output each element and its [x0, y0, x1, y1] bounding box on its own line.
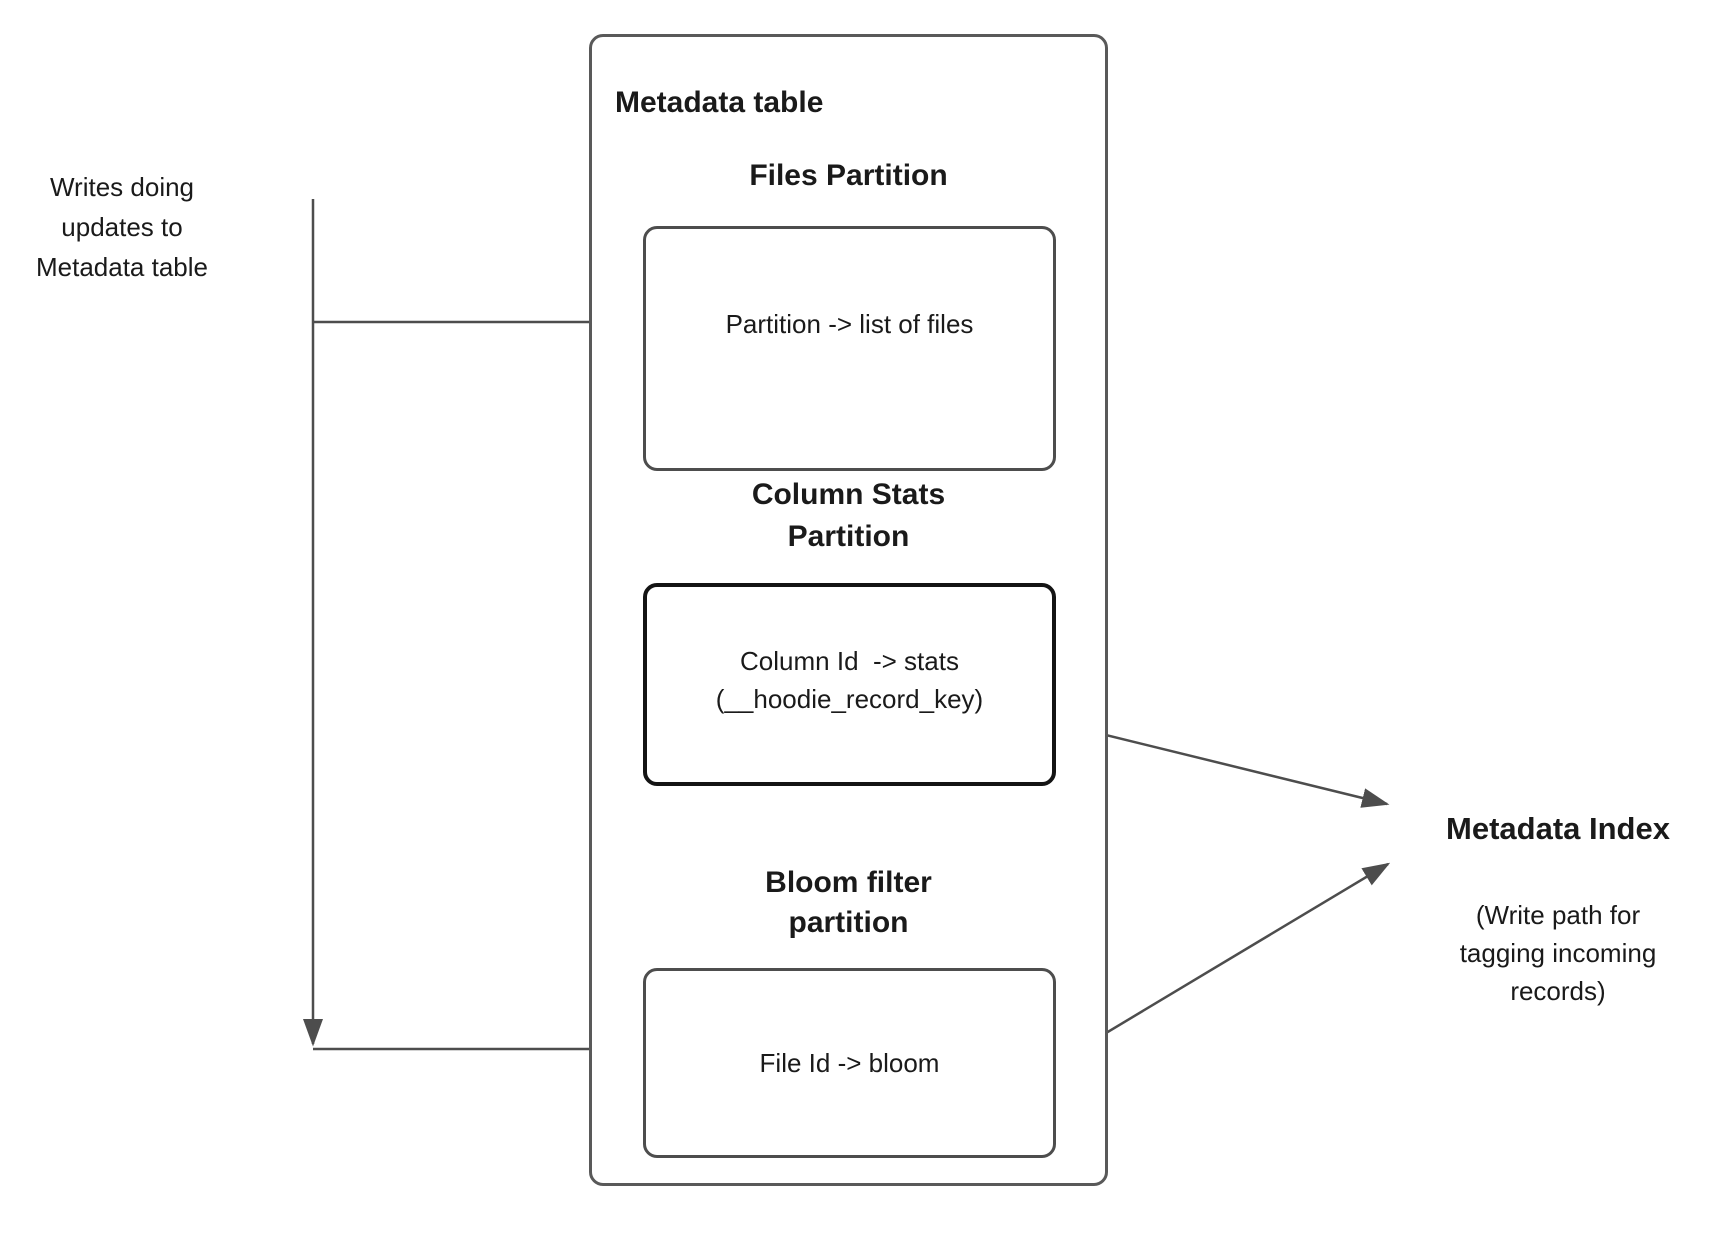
- bloom-filter-partition-content: File Id -> bloom: [759, 1048, 940, 1078]
- files-partition-heading: Files Partition: [749, 159, 948, 192]
- bloom-filter-partition-heading: Bloom filter partition: [765, 866, 932, 939]
- column-stats-partition-heading: Column Stats Partition: [751, 478, 946, 553]
- metadata-index-title: Metadata Index: [1446, 811, 1670, 846]
- writes-note: Writes doing updates to Metadata table: [35, 172, 208, 282]
- bloom-filter-partition-box: File Id -> bloom: [643, 968, 1056, 1158]
- files-partition-content: Partition -> list of files: [725, 308, 974, 339]
- metadata-table-title: Metadata table: [615, 86, 824, 119]
- metadata-table-box: Metadata table Files Partition Partition…: [589, 34, 1108, 1186]
- metadata-index-note: (Write path for tagging incoming records…: [1459, 900, 1657, 1006]
- column-stats-partition-box: Column Id -> stats (__hoodie_record_key): [643, 583, 1056, 786]
- files-partition-box: Partition -> list of files: [643, 226, 1056, 471]
- column-stats-partition-content: Column Id -> stats (__hoodie_record_key): [715, 645, 984, 714]
